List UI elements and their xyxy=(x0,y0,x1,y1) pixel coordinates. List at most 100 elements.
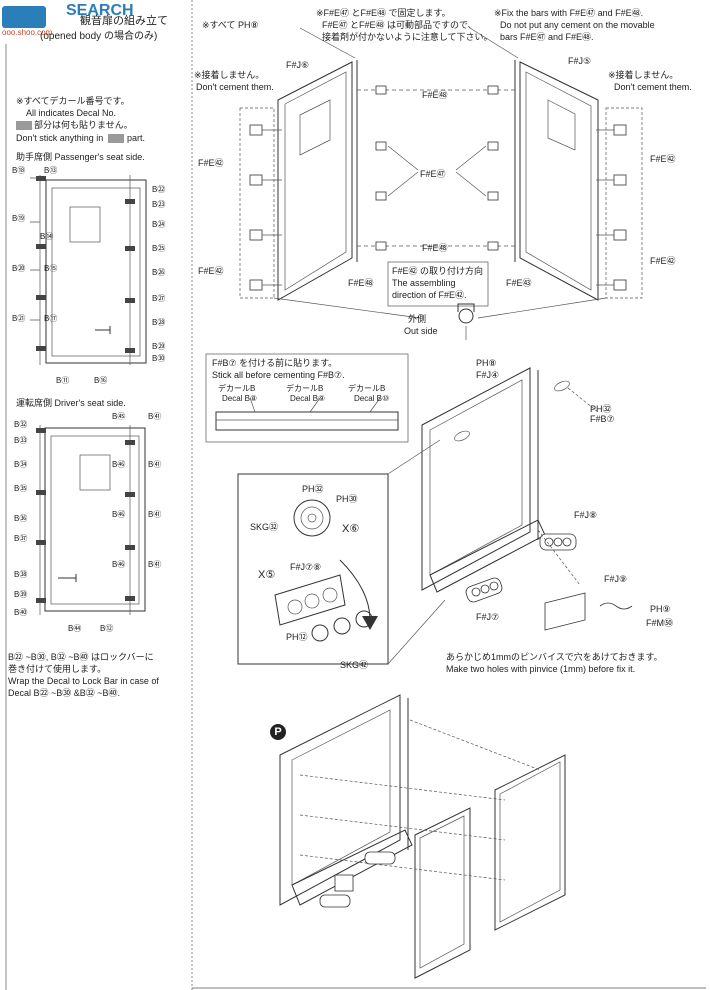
holes-note-en: Make two holes with pinvice (1mm) before… xyxy=(446,664,636,674)
decal-label: B㊵ xyxy=(14,608,28,617)
decal-label: B⑪ xyxy=(56,376,70,385)
final-assembly xyxy=(279,694,566,979)
fe52-callout-en-1: The assembling xyxy=(392,278,456,288)
fix-note-jp-2: F#E㊼ とF#E㊽ は可動部品ですので、 xyxy=(322,20,477,30)
part-label: F#B⑦ xyxy=(590,414,615,424)
fix-note-en-1: ※Fix the bars with F#E㊼ and F#E㊽. xyxy=(494,8,644,18)
part-label: F#E㊸ xyxy=(506,278,532,288)
decal-label: B⑱ xyxy=(12,166,26,175)
inset-detail xyxy=(237,439,446,665)
part-label: F#E㊷ xyxy=(650,154,676,164)
decal-label: B⑭ xyxy=(40,232,54,241)
decal-label: B㉖ xyxy=(152,268,166,277)
decal-label: B㉝ xyxy=(14,436,28,445)
top-doors-assembly xyxy=(239,27,643,340)
decal-label: B㊲ xyxy=(14,534,28,543)
decal-label: B㊶ xyxy=(148,460,162,469)
decal-label: B⑫ xyxy=(100,624,114,633)
part-label: F#E㊼ xyxy=(420,169,446,179)
part-label: PH㉜ xyxy=(302,484,324,494)
part-label: PH⑨ xyxy=(650,604,671,614)
decal-label: B㉚ xyxy=(152,354,166,363)
middle-frame-assembly xyxy=(205,353,633,631)
stick-note-en: Stick all before cementing F#B⑦. xyxy=(212,370,345,380)
part-label: PH⑧ xyxy=(476,358,497,368)
part-label: F#J⑤ xyxy=(568,56,592,66)
part-label: F#J④ xyxy=(476,370,500,380)
decal-label: B㉓ xyxy=(152,200,166,209)
decal-note-en: All indicates Decal No. xyxy=(26,108,117,118)
decal-label: B㉔ xyxy=(152,220,166,229)
part-label: X⑤ xyxy=(258,569,276,581)
decal-label: B㉙ xyxy=(152,342,166,351)
part-label: X⑥ xyxy=(342,523,360,535)
decal-note-jp: ※すべてデカール番号です。 xyxy=(16,96,130,106)
decal-label: B㉞ xyxy=(14,460,28,469)
decal-label: B⑮ xyxy=(44,264,58,273)
part-label: F#E㊽ xyxy=(422,90,448,100)
decal-label: B㊹ xyxy=(68,624,82,633)
decal-label: B㊻ xyxy=(112,510,126,519)
holes-note-jp: あらかじめ1mmのピンバイスで穴をあけておきます。 xyxy=(446,652,663,662)
outside-jp: 外側 xyxy=(408,314,427,324)
decal-label: B⑰ xyxy=(44,314,58,323)
part-label: F#J⑦ xyxy=(476,612,500,622)
decal-label: B㊺ xyxy=(112,412,126,421)
fix-note-jp-1: ※F#E㊼ とF#E㊽ で固定します。 xyxy=(316,8,451,18)
decal-label: B⑳ xyxy=(12,264,26,273)
decal-label: B㊱ xyxy=(14,514,28,523)
logo: SEARCH ooo.shoo.com xyxy=(2,2,152,42)
decal-label: B⑲ xyxy=(12,214,26,223)
part-label: F#J⑨ xyxy=(604,574,628,584)
no-cement-right-en: Don't cement them. xyxy=(614,82,692,92)
decal-b8-jp: デカールB xyxy=(218,384,256,393)
logo-subtext: ooo.shoo.com xyxy=(2,28,53,37)
part-label: F#E㊽ xyxy=(348,278,374,288)
decal-b9-en: Decal B⑨ xyxy=(290,394,326,403)
fix-note-en-3: bars F#E㊼ and F#E㊽. xyxy=(500,32,594,42)
fe52-callout-en-2: direction of F#E㊷. xyxy=(392,290,467,300)
passenger-door-diagram xyxy=(30,175,147,365)
part-label: PH㉚ xyxy=(336,494,358,504)
part-label: F#E㊷ xyxy=(198,158,224,168)
part-label: PH⑫ xyxy=(286,632,308,642)
decal-label: B㉗ xyxy=(152,294,166,303)
part-label: F#J⑧ xyxy=(574,510,598,520)
blank-note-jp: 部分は何も貼りません。 xyxy=(34,120,133,130)
decal-label: B㉟ xyxy=(14,484,28,493)
step-marker-label: P xyxy=(274,726,282,738)
decal-label: B㊶ xyxy=(148,510,162,519)
part-label: F#J⑦⑧ xyxy=(290,562,322,572)
wrap-note-jp-2: 巻き付けて使用します。 xyxy=(8,664,107,674)
fix-note-jp-3: 接着剤が付かないように注意して下さい。 xyxy=(322,32,493,42)
driver-door-diagram xyxy=(36,425,146,615)
decal-label: B⑬ xyxy=(44,166,58,175)
part-label: F#E㊷ xyxy=(198,266,224,276)
decal-label: B⑯ xyxy=(94,376,108,385)
outside-en: Out side xyxy=(404,326,438,336)
blank-note-en-a: Don't stick anything in xyxy=(16,133,104,143)
wrap-note-jp-1: B㉒ ~B㉚, B㉜ ~B㊵ はロックバーに xyxy=(8,652,154,662)
decal-label: B㉘ xyxy=(152,318,166,327)
no-cement-right-jp: ※接着しません。 xyxy=(608,70,679,80)
section-subtitle: (opened body の場合のみ) xyxy=(40,31,158,42)
wrap-note-en-2: Decal B㉒ ~B㉚ &B㉜ ~B㊵. xyxy=(8,688,121,698)
decal-b9-jp: デカールB xyxy=(286,384,324,393)
decal-label: B㊻ xyxy=(112,460,126,469)
decal-b10-en: Decal B⑩ xyxy=(354,394,390,403)
decal-label: B㊳ xyxy=(14,570,28,579)
decal-label: B㉜ xyxy=(14,420,28,429)
fix-note-en-2: Do not put any cement on the movable xyxy=(500,20,655,30)
wrap-note-en-1: Wrap the Decal to Lock Bar in case of xyxy=(8,676,159,686)
decal-label: B㊴ xyxy=(14,590,28,599)
driver-title: 運転席側 Driver's seat side. xyxy=(16,398,126,408)
decal-label: B㉑ xyxy=(12,314,26,323)
passenger-title: 助手席側 Passenger's seat side. xyxy=(16,152,145,162)
part-label: F#E㊽ xyxy=(422,243,448,253)
decal-label: B㊻ xyxy=(112,560,126,569)
all-p8-note: ※すべて PH⑧ xyxy=(202,20,259,30)
part-label: PH㉜ xyxy=(590,404,612,414)
blank-note-en-b: part. xyxy=(127,133,146,143)
decal-label: B㊶ xyxy=(148,560,162,569)
